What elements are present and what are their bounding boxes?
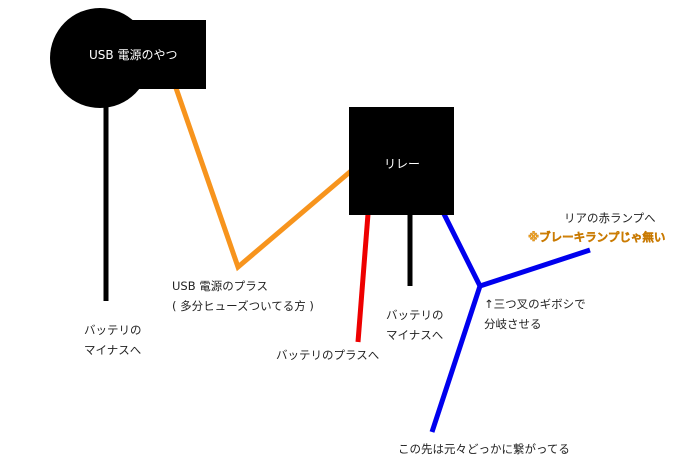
battery-minus-label-left: バッテリの マイナスへ <box>84 323 142 357</box>
relay-box <box>349 107 454 215</box>
downstream-label: この先は元々どっかに繋がってる <box>398 442 570 456</box>
wire-junction-to-downstream <box>429 285 483 433</box>
branch-label: ↑三つ叉のギボシで 分岐させる <box>484 297 586 331</box>
wire-junction-to-rear-lamp <box>479 247 591 289</box>
usb-plus-label: USB 電源のプラス ( 多分ヒューズついてる方 ) <box>172 279 314 313</box>
wire-relay-to-battery-plus <box>355 213 371 343</box>
relay-label: リレー <box>384 157 421 171</box>
battery-minus-label-relay: バッテリの マイナスへ <box>386 308 444 342</box>
usb-power-square <box>98 20 206 89</box>
battery-plus-label: バッテリのプラスへ <box>276 348 380 362</box>
usb-power-label: USB 電源のやつ <box>89 48 178 62</box>
rear-lamp-label: リアの赤ランプへ <box>564 211 656 225</box>
wire-relay-to-junction <box>441 212 483 288</box>
wire-usb-plus-to-relay <box>173 87 353 272</box>
not-brake-lamp-note: ※ブレーキランプじゃ無い <box>528 230 666 244</box>
